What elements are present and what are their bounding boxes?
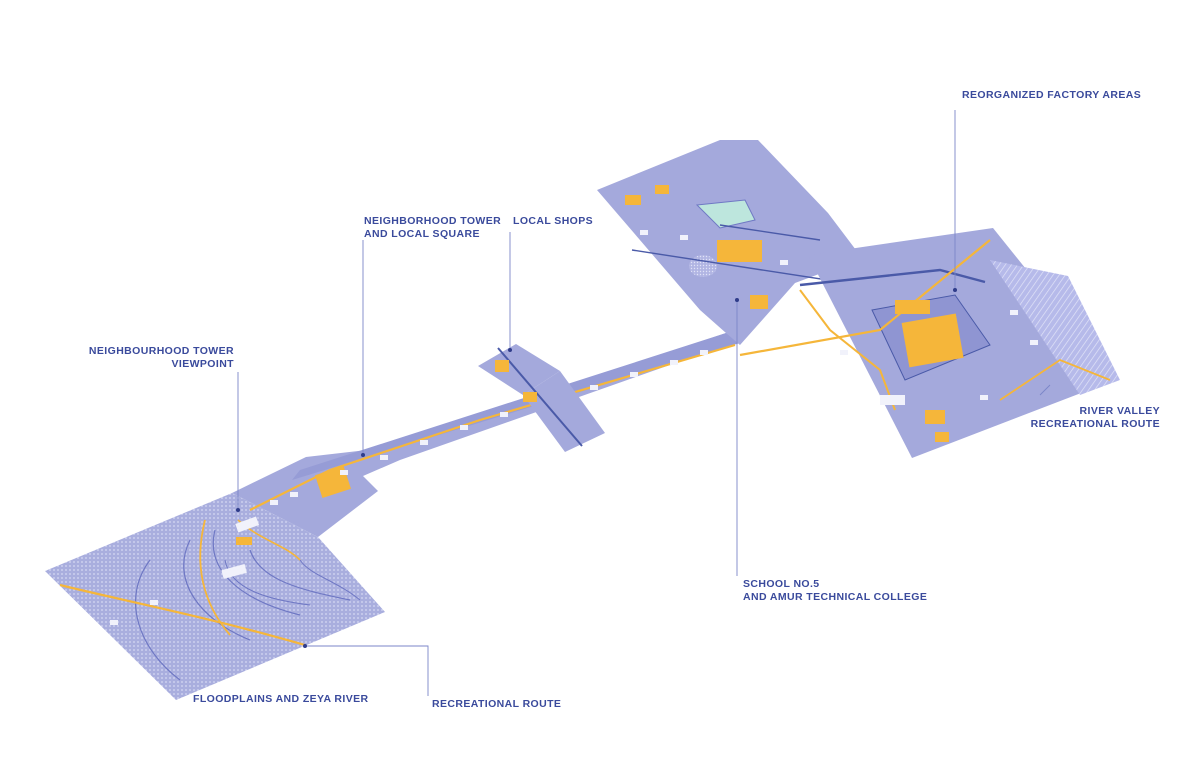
school-district-zone	[597, 140, 862, 345]
local-shops-zone	[478, 344, 605, 452]
label-neighbourhood-tower-viewpoint: NEIGHBOURHOOD TOWER VIEWPOINT	[88, 345, 234, 370]
leader-dots	[236, 288, 957, 648]
label-local-shops: LOCAL SHOPS	[513, 215, 594, 227]
label-reorganized-factory-areas: REORGANIZED FACTORY AREAS	[962, 89, 1142, 101]
label-river-valley-route: RIVER VALLEY RECREATIONAL ROUTE	[1030, 405, 1160, 430]
floodplains-zone	[45, 493, 385, 700]
building-blocks	[110, 230, 1038, 625]
factory-zone	[739, 228, 1120, 458]
label-school-college: SCHOOL NO.5 AND AMUR TECHNICAL COLLEGE	[743, 578, 928, 603]
label-floodplains-zeya-river: FLOODPLAINS AND ZEYA RIVER	[193, 693, 369, 705]
label-neighborhood-tower-square: NEIGHBORHOOD TOWER AND LOCAL SQUARE	[364, 215, 502, 240]
label-recreational-route: RECREATIONAL ROUTE	[432, 698, 562, 710]
leader-lines	[237, 110, 1051, 696]
